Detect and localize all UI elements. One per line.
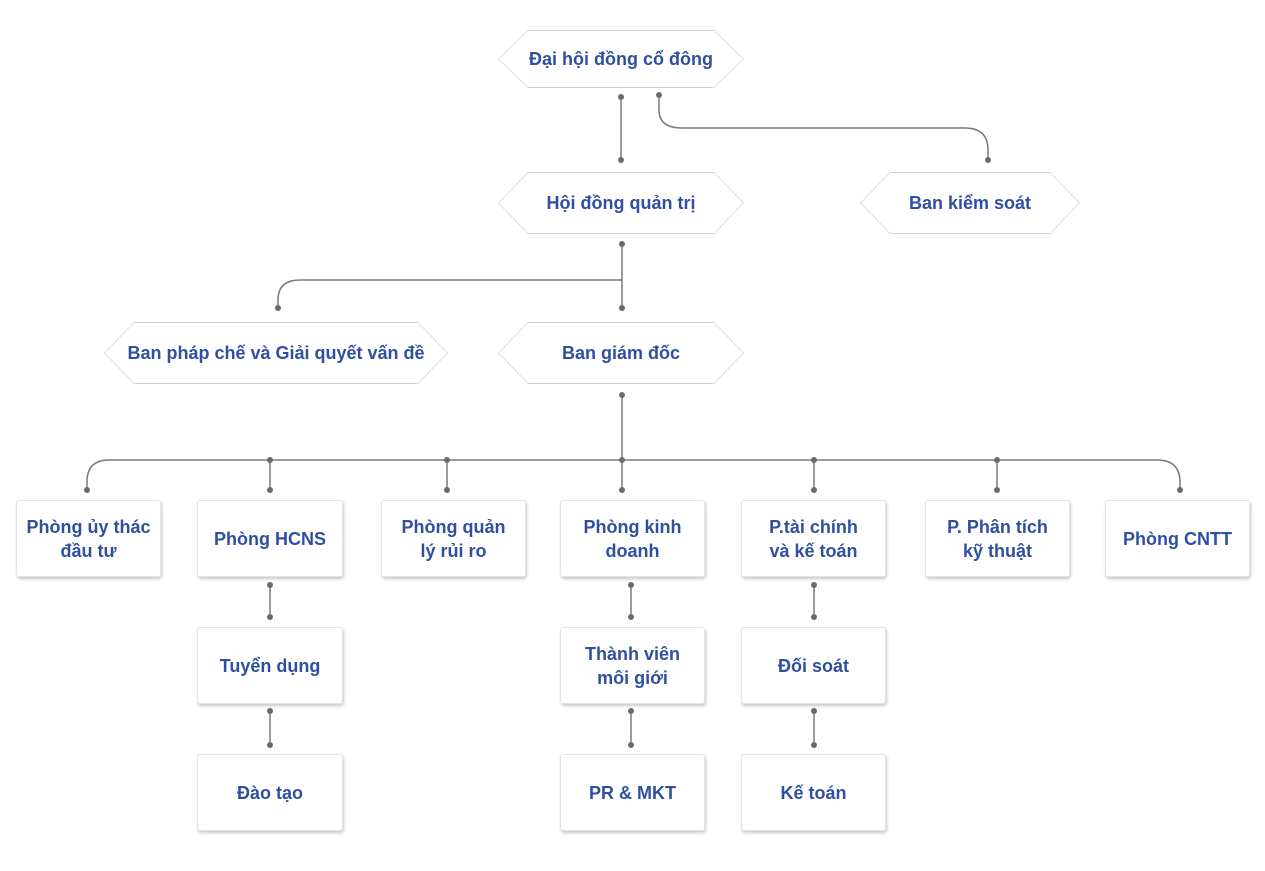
node-label: Hội đồng quản trị bbox=[546, 193, 696, 213]
node-phong-hcns: Phòng HCNS bbox=[197, 500, 343, 577]
node-phong-quan-ly-rui-ro: Phòng quản lý rủi ro bbox=[381, 500, 526, 577]
node-label: Đại hội đồng cổ đông bbox=[529, 49, 713, 69]
node-thanh-vien-moi-gioi: Thành viên môi giới bbox=[560, 627, 705, 704]
node-label: Phòng quản lý rủi ro bbox=[401, 516, 506, 561]
node-ban-kiem-soat: Ban kiểm soát bbox=[860, 172, 1080, 234]
node-label: Phòng HCNS bbox=[214, 528, 326, 549]
node-label: Ban pháp chế và Giải quyết vấn đề bbox=[127, 343, 425, 363]
node-label: P. Phân tích kỹ thuật bbox=[947, 516, 1048, 561]
node-doi-soat: Đối soát bbox=[741, 627, 886, 704]
node-dai-hoi-dong-co-dong: Đại hội đồng cổ đông bbox=[498, 30, 744, 88]
node-label: Kế toán bbox=[780, 782, 847, 803]
node-label: Đào tạo bbox=[236, 782, 303, 803]
node-label: Đối soát bbox=[777, 655, 849, 676]
node-label: Phòng ủy thác đầu tư bbox=[26, 516, 151, 561]
node-phong-phan-tich-ky-thuat: P. Phân tích kỹ thuật bbox=[925, 500, 1070, 577]
node-phong-kinh-doanh: Phòng kinh doanh bbox=[560, 500, 705, 577]
node-label: Thành viên môi giới bbox=[584, 643, 680, 688]
node-pr-mkt: PR & MKT bbox=[560, 754, 705, 831]
connector-daihoi-bankiemsoat bbox=[658, 95, 989, 160]
node-label: Ban kiểm soát bbox=[908, 193, 1032, 213]
node-phong-cntt: Phòng CNTT bbox=[1105, 500, 1250, 577]
node-tuyen-dung: Tuyển dụng bbox=[197, 627, 343, 704]
node-label: PR & MKT bbox=[589, 782, 676, 803]
node-label: Phòng kinh doanh bbox=[583, 516, 682, 561]
node-label: Ban giám đốc bbox=[561, 343, 681, 363]
node-label: P.tài chính và kế toán bbox=[769, 516, 858, 561]
node-ke-toan: Kế toán bbox=[741, 754, 886, 831]
connector-hoidong-banphapche bbox=[277, 279, 622, 308]
node-phong-tai-chinh-ke-toan: P.tài chính và kế toán bbox=[741, 500, 886, 577]
node-ban-phap-che: Ban pháp chế và Giải quyết vấn đề bbox=[104, 322, 448, 384]
node-ban-giam-doc: Ban giám đốc bbox=[498, 322, 744, 384]
node-label: Phòng CNTT bbox=[1123, 528, 1232, 549]
node-phong-uy-thac-dau-tu: Phòng ủy thác đầu tư bbox=[16, 500, 161, 577]
connector-department-bus bbox=[86, 459, 1181, 488]
node-hoi-dong-quan-tri: Hội đồng quản trị bbox=[498, 172, 744, 234]
node-label: Tuyển dụng bbox=[219, 655, 321, 676]
node-dao-tao: Đào tạo bbox=[197, 754, 343, 831]
